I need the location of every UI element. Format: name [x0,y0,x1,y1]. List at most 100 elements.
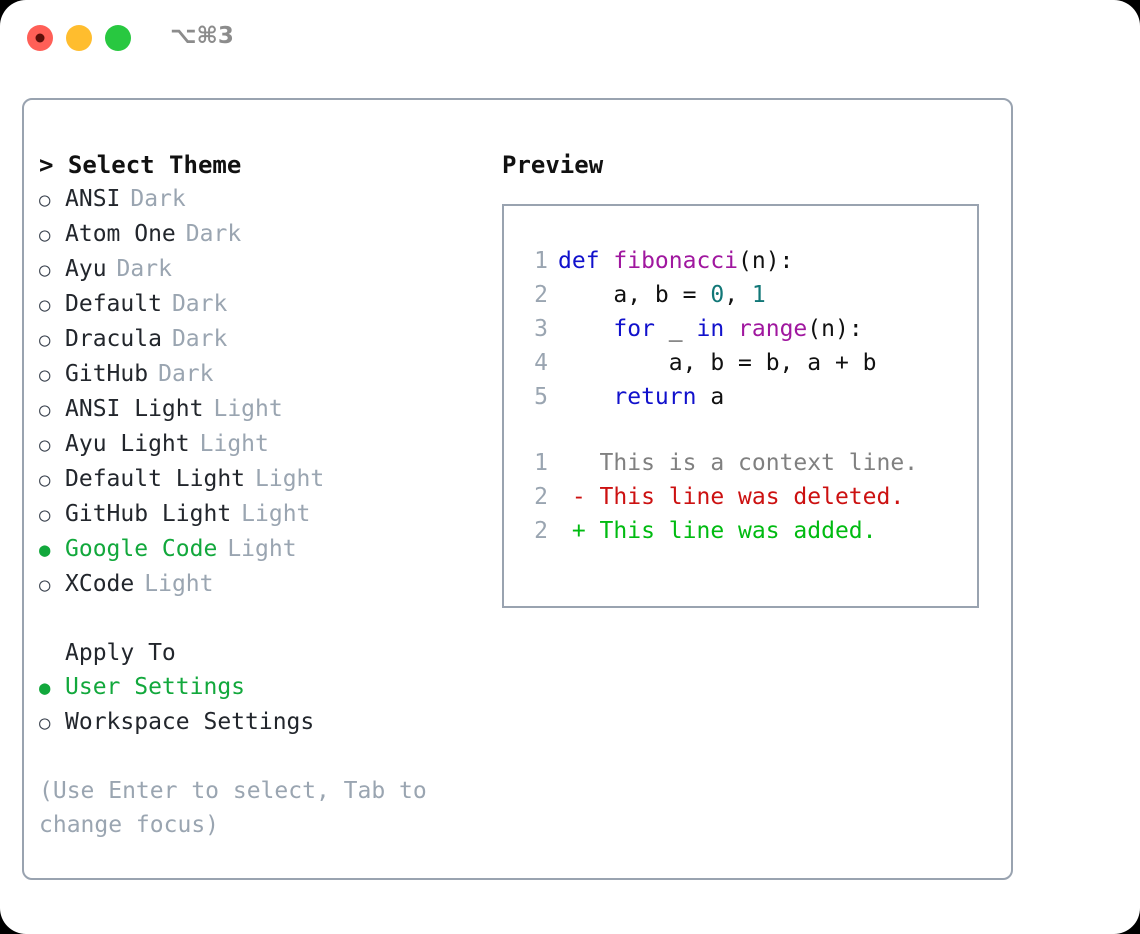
line-number: 2 [534,484,548,510]
code-line: 3 for _ in range(n): [518,312,977,346]
line-number: 1 [534,248,548,274]
code-token: def [558,248,614,274]
window-controls [27,25,131,51]
code-token: 1 [751,282,766,308]
line-number: 3 [534,316,548,342]
code-line: 4 a, b = b, a + b [518,346,977,380]
code-token: in [696,316,725,342]
theme-variant-tag: Light [199,431,269,457]
radio-empty-icon: ○ [39,574,51,596]
radio-empty-icon: ○ [39,504,51,526]
theme-variant-tag: Dark [158,361,214,387]
theme-option-label: Dracula [65,326,162,352]
code-line: 5 return a [518,380,977,414]
theme-option-label: XCode [65,571,135,597]
radio-empty-icon: ○ [39,712,51,734]
code-token: _ [654,316,697,342]
code-token: a [696,384,725,410]
code-token [724,316,738,342]
code-line: 2 a, b = 0, 1 [518,278,977,312]
theme-variant-tag: Dark [130,186,186,212]
theme-variant-tag: Light [241,501,311,527]
code-token [558,316,613,342]
code-token: fibonacci [613,248,739,274]
code-token: for [613,316,655,342]
theme-variant-tag: Light [144,571,214,597]
theme-option-dracula[interactable]: ○ Dracula Dark [39,322,494,357]
theme-variant-tag: Dark [116,256,172,282]
maximize-button[interactable] [105,25,131,51]
line-number: 2 [534,518,548,544]
theme-variant-tag: Light [213,396,283,422]
list-spacer [39,602,494,636]
theme-option-ansi[interactable]: ○ ANSI Dark [39,182,494,217]
preview-gap [518,414,977,446]
title-bar: ⌥⌘3 [0,0,1140,78]
theme-variant-tag: Dark [171,326,228,352]
diff-line-text: + This line was added. [558,518,877,544]
theme-option-label: Atom One [65,221,176,247]
minimize-button[interactable] [66,25,92,51]
keyboard-hint-text: (Use Enter to select, Tab to change focu… [39,778,427,838]
close-button[interactable] [27,25,53,51]
theme-option-label: Default Light [65,466,246,492]
diff-line-ctx: 1 This is a context line. [518,446,977,480]
radio-empty-icon: ○ [39,399,51,421]
apply-to-list: ●User Settings ○ Workspace Settings [39,670,494,740]
radio-empty-icon: ○ [39,329,51,351]
theme-option-label: ANSI Light [65,396,204,422]
code-token: a, b = [558,282,711,308]
keyboard-shortcut-label: ⌥⌘3 [170,23,234,49]
radio-empty-icon: ○ [39,434,51,456]
radio-empty-icon: ○ [39,189,51,211]
code-token [558,384,613,410]
apply-to-heading: Apply To [65,640,176,666]
theme-option-xcode[interactable]: ○ XCode Light [39,567,494,602]
theme-option-github-light[interactable]: ○ GitHub Light Light [39,497,494,532]
preview-heading: Preview [502,151,604,179]
code-line: 1 def fibonacci(n): [518,244,977,278]
code-token: range [738,316,808,342]
code-token: (n): [738,248,794,274]
line-number: 4 [534,350,548,376]
theme-option-label: ANSI [65,186,121,212]
apply-to-option-user-settings[interactable]: ●User Settings [39,670,494,705]
line-number: 5 [534,384,548,410]
theme-variant-tag: Light [227,536,297,562]
theme-option-label: Default [65,291,162,317]
theme-option-label: GitHub Light [65,501,232,527]
code-token: (n): [807,316,863,342]
theme-option-ansi-light[interactable]: ○ ANSI Light Light [39,392,494,427]
theme-list-heading: > Select Theme [39,151,242,179]
code-token: 0 [710,282,725,308]
code-token: , [724,282,752,308]
diff-line-add: 2 + This line was added. [518,514,977,548]
radio-selected-icon: ● [39,677,51,699]
theme-option-label: Ayu Light [65,431,190,457]
theme-variant-tag: Dark [171,291,228,317]
diff-line-text: - This line was deleted. [558,484,905,510]
apply-to-option-label: Workspace Settings [65,709,315,735]
diff-line-del: 2 - This line was deleted. [518,480,977,514]
apply-to-option-workspace-settings[interactable]: ○ Workspace Settings [39,705,494,740]
theme-option-label: Google Code [65,536,218,562]
line-number: 2 [534,282,548,308]
radio-selected-icon: ● [39,539,51,561]
line-number: 1 [534,450,548,476]
code-token: return [613,384,697,410]
code-token: a, b = b, a + b [558,350,877,376]
theme-option-google-code[interactable]: ● Google Code Light [39,532,494,567]
theme-option-ayu-light[interactable]: ○ Ayu Light Light [39,427,494,462]
